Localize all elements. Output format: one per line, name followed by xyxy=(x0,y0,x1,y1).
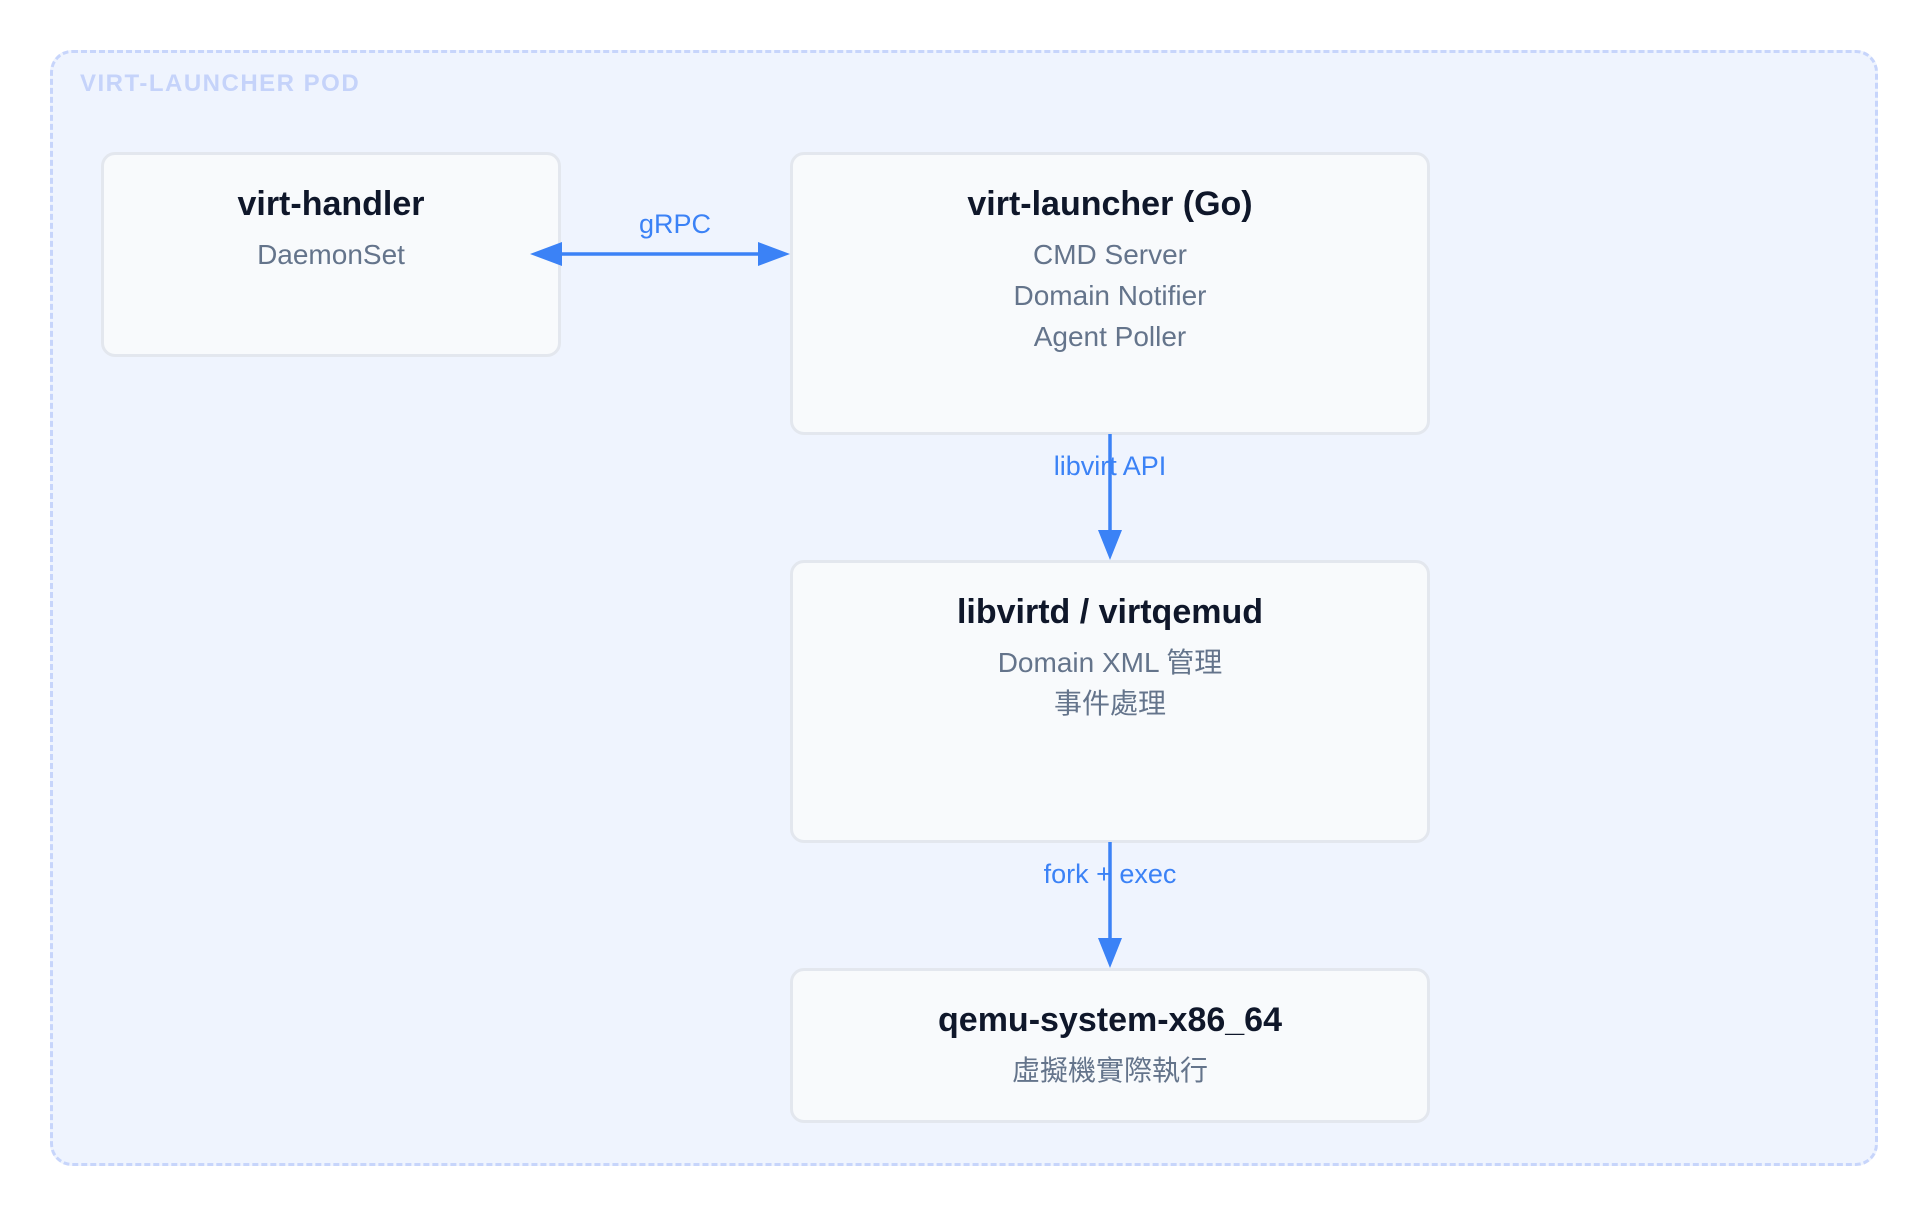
node-line: DaemonSet xyxy=(257,239,405,270)
node-title: qemu-system-x86_64 xyxy=(938,1001,1282,1039)
node-title: libvirtd / virtqemud xyxy=(956,593,1264,631)
node-title: virt-handler xyxy=(237,185,425,223)
node-virt-handler[interactable]: virt-handler DaemonSet xyxy=(101,152,561,357)
node-line: Domain Notifier xyxy=(1013,280,1207,311)
arrowhead-down xyxy=(1098,938,1122,968)
arrowhead-right xyxy=(758,242,790,266)
node-virt-launcher[interactable]: virt-launcher (Go) CMD Server Domain Not… xyxy=(790,152,1430,435)
node-qemu[interactable]: qemu-system-x86_64 虛擬機實際執行 xyxy=(790,968,1430,1123)
node-line: 事件處理 xyxy=(1053,688,1166,719)
arrowhead-down xyxy=(1098,530,1122,560)
arrowhead-left xyxy=(530,242,562,266)
pod-label: VIRT-LAUNCHER POD xyxy=(80,70,361,97)
edge-label-libvirt-api: libvirt API xyxy=(1053,451,1167,481)
edge-grpc xyxy=(530,242,790,266)
node-line: 虛擬機實際執行 xyxy=(1011,1055,1208,1086)
edge-fork-exec xyxy=(1098,842,1122,968)
edge-libvirt-api xyxy=(1098,434,1122,560)
node-line: CMD Server xyxy=(1032,239,1187,270)
node-line: Agent Poller xyxy=(1033,321,1187,352)
node-line: Domain XML 管理 xyxy=(997,647,1223,678)
edge-label-grpc: gRPC xyxy=(638,209,712,239)
node-title: virt-launcher (Go) xyxy=(967,185,1253,223)
node-libvirtd[interactable]: libvirtd / virtqemud Domain XML 管理 事件處理 xyxy=(790,560,1430,843)
edge-label-fork-exec: fork + exec xyxy=(1043,859,1177,889)
